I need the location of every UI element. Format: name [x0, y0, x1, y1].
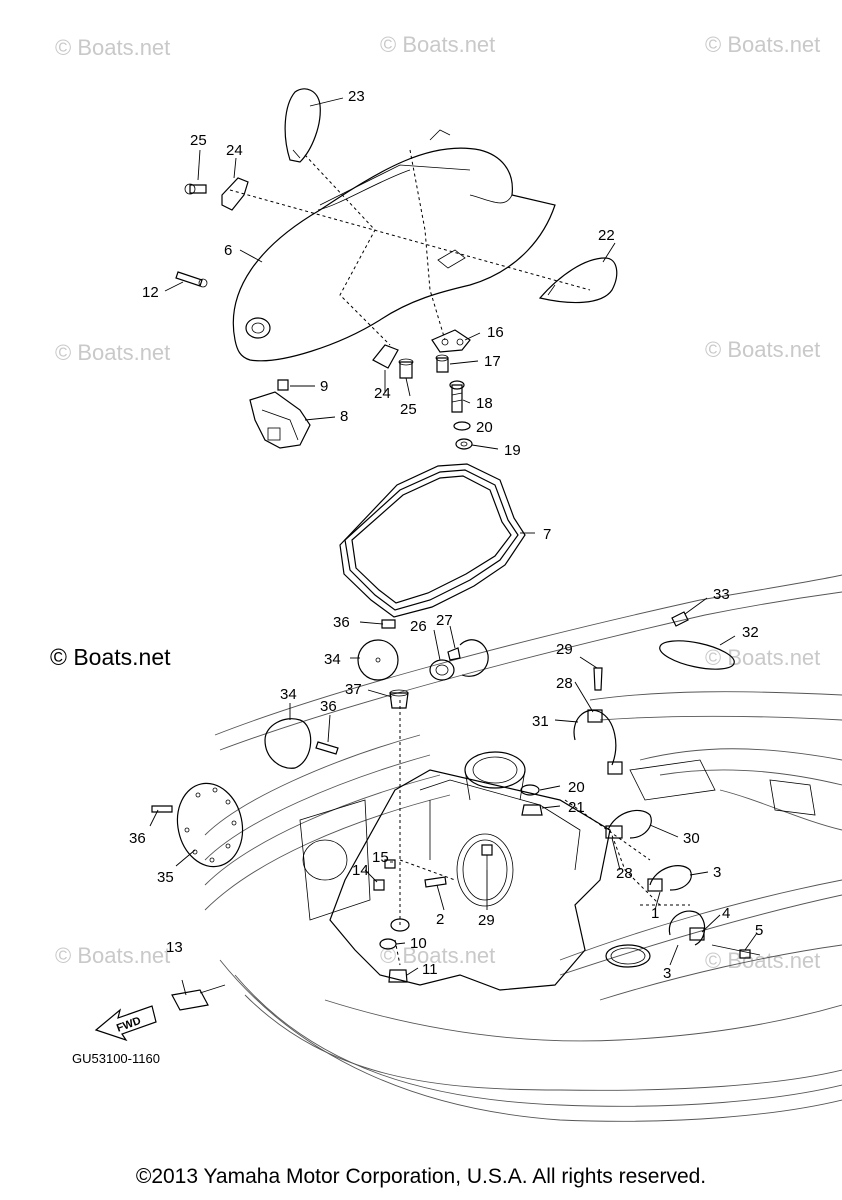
callout-34-a: 34	[324, 651, 341, 668]
watermark: © Boats.net	[380, 32, 495, 57]
fwd-arrow-icon: FWD	[94, 1005, 157, 1042]
callout-20: 20	[476, 419, 493, 436]
rivet-part-12	[175, 271, 208, 288]
callout-22: 22	[598, 227, 615, 244]
hood-part-6	[232, 129, 556, 362]
cover-part-35	[151, 782, 244, 868]
watermark: © Boats.net	[705, 32, 820, 57]
callout-24-lower: 24	[374, 385, 391, 402]
handle-part-22	[538, 257, 618, 304]
callout-18: 18	[476, 395, 493, 412]
plug-part-37	[389, 689, 409, 709]
callout-7: 7	[543, 526, 551, 543]
callout-11: 11	[422, 961, 438, 978]
watermark-dark: © Boats.net	[50, 644, 171, 670]
callout-25-lower: 25	[400, 401, 417, 418]
watermark: © Boats.net	[705, 645, 820, 670]
callout-28-a: 28	[556, 675, 573, 692]
callout-24: 24	[226, 142, 243, 159]
grip-part-23	[284, 88, 321, 163]
callout-27: 27	[436, 612, 453, 629]
strap-part-30	[605, 809, 652, 839]
callout-6: 6	[224, 242, 232, 259]
callout-5: 5	[755, 922, 763, 939]
callout-13: 13	[166, 939, 183, 956]
callout-15: 15	[372, 849, 389, 866]
callout-16: 16	[487, 324, 504, 341]
washer-nut-20-21	[520, 784, 543, 816]
drain-part-13	[171, 984, 226, 1011]
callout-36-c: 36	[129, 830, 146, 847]
callout-9: 9	[320, 378, 328, 395]
callout-1: 1	[651, 905, 659, 922]
hardware-18-19-20	[449, 380, 473, 450]
filler-part-26-27	[429, 639, 489, 681]
reference-lines	[229, 149, 690, 966]
diagram-code: GU53100-1160	[72, 1051, 160, 1066]
copyright-footer: ©2013 Yamaha Motor Corporation, U.S.A. A…	[135, 1165, 707, 1188]
bracket-part-24-lower	[372, 344, 414, 379]
bracket-part-16	[431, 329, 471, 373]
callout-4: 4	[722, 905, 730, 922]
callout-10: 10	[410, 935, 427, 952]
plate-part-32	[659, 611, 735, 670]
fasteners	[424, 667, 761, 959]
callout-31: 31	[532, 713, 549, 730]
callouts: 23 25 24 6 12 22 16 17 24 25 18 20 19 9 …	[129, 88, 763, 982]
callout-28-b: 28	[616, 865, 633, 882]
callout-29-b: 29	[478, 912, 495, 929]
watermark: © Boats.net	[55, 943, 170, 968]
callout-26: 26	[410, 618, 427, 635]
callout-12: 12	[142, 284, 159, 301]
gasket-part-7	[339, 463, 526, 618]
latch-part-8	[249, 379, 311, 449]
callout-25: 25	[190, 132, 207, 149]
watermarks: © Boats.net © Boats.net © Boats.net © Bo…	[50, 32, 820, 973]
hull-deck	[204, 574, 842, 1122]
callout-8: 8	[340, 408, 348, 425]
callout-21: 21	[568, 799, 585, 816]
callout-30: 30	[683, 830, 700, 847]
bracket-part-24-upper	[184, 177, 249, 211]
watermark: © Boats.net	[55, 35, 170, 60]
callout-2: 2	[436, 911, 444, 928]
callout-32: 32	[742, 624, 759, 641]
cover-part-34-lower	[264, 718, 339, 769]
callout-33: 33	[713, 586, 730, 603]
strap-part-3	[647, 865, 706, 946]
watermark: © Boats.net	[55, 340, 170, 365]
watermark: © Boats.net	[380, 943, 495, 968]
callout-37: 37	[345, 681, 362, 698]
callout-23: 23	[348, 88, 365, 105]
callout-3-a: 3	[713, 864, 721, 881]
watermark: © Boats.net	[705, 948, 820, 973]
callout-35: 35	[157, 869, 174, 886]
callout-14: 14	[352, 862, 369, 879]
callout-34-b: 34	[280, 686, 297, 703]
cover-part-34-upper	[357, 619, 399, 681]
watermark: © Boats.net	[705, 337, 820, 362]
callout-3-b: 3	[663, 965, 671, 982]
callout-17: 17	[484, 353, 501, 370]
callout-29-a: 29	[556, 641, 573, 658]
callout-36-b: 36	[320, 698, 337, 715]
callout-19: 19	[504, 442, 521, 459]
strap-part-31	[573, 709, 623, 775]
leader-lines	[149, 97, 758, 996]
callout-20-b: 20	[568, 779, 585, 796]
callout-36-a: 36	[333, 614, 350, 631]
